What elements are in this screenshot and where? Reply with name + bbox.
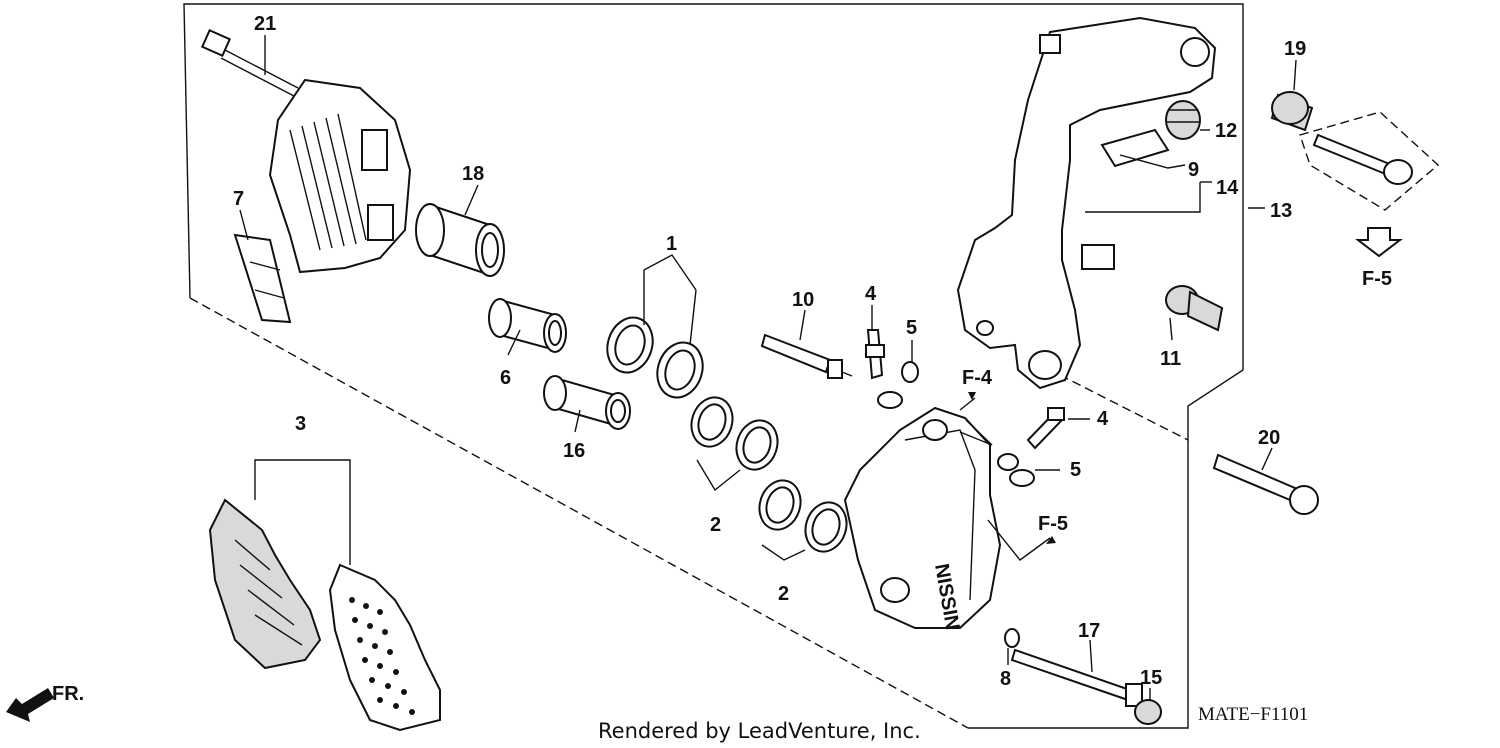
callout-2a: 2 — [710, 514, 721, 536]
callout-8: 8 — [1000, 668, 1011, 690]
sleeve-6[interactable] — [488, 298, 567, 353]
piston-seal-set-1[interactable] — [600, 312, 709, 404]
callout-19: 19 — [1284, 38, 1306, 60]
bleeder-screw-4b[interactable] — [1026, 407, 1065, 450]
caliper-body[interactable]: NISSIN — [843, 406, 1002, 632]
callout-15: 15 — [1140, 667, 1162, 689]
callout-5b: 5 — [1070, 459, 1081, 481]
assembly-frame-solid — [183, 3, 1244, 729]
callout-18: 18 — [462, 163, 484, 185]
callout-10: 10 — [792, 289, 814, 311]
callout-1: 1 — [666, 233, 677, 255]
plug-15[interactable] — [1134, 699, 1162, 725]
pad-spring-7[interactable] — [233, 233, 292, 324]
bolt-20[interactable] — [1212, 453, 1319, 515]
callout-7: 7 — [233, 188, 244, 210]
callout-2b: 2 — [778, 583, 789, 605]
front-direction-label: FR. — [52, 683, 84, 705]
bolt-kit-box — [1299, 111, 1440, 211]
ref-label-f5-body[interactable]: F-5 — [1038, 513, 1068, 535]
pin-17[interactable] — [1010, 648, 1143, 707]
sleeve-16[interactable] — [543, 375, 631, 430]
bleeder-cap-5b[interactable] — [997, 453, 1035, 487]
callout-4a: 4 — [865, 283, 877, 305]
callout-12: 12 — [1215, 120, 1237, 142]
callout-9: 9 — [1188, 159, 1199, 181]
leader-lines — [239, 35, 1297, 700]
callout-20: 20 — [1258, 427, 1280, 449]
callout-14: 14 — [1216, 177, 1239, 199]
front-direction-arrow-icon — [6, 688, 54, 722]
diagram-code: MATE−F1101 — [1198, 704, 1308, 725]
callout-17: 17 — [1078, 620, 1100, 642]
caliper-bracket-outer[interactable] — [268, 78, 412, 274]
piston-seal-set-2b[interactable] — [753, 475, 852, 557]
arrow-down-icon — [1355, 227, 1403, 258]
bleeder-cap-5a[interactable] — [877, 361, 919, 409]
ref-arrow-f4 — [968, 392, 976, 400]
boot-12[interactable] — [1165, 100, 1201, 140]
leader-13-dashed — [1059, 374, 1189, 441]
piston-seal-set-2a[interactable] — [685, 392, 783, 475]
footer-credit: Rendered by LeadVenture, Inc. — [598, 719, 921, 743]
pin-10[interactable] — [760, 333, 853, 379]
caliper-bracket-13[interactable] — [956, 16, 1217, 390]
callout-3: 3 — [295, 413, 306, 435]
ref-label-f5-box[interactable]: F-5 — [1362, 268, 1392, 290]
bolt-21[interactable] — [200, 28, 299, 97]
brake-pad-set-3[interactable] — [208, 498, 441, 732]
assembly-frame-dashed — [189, 297, 969, 729]
callout-4b: 4 — [1097, 408, 1109, 430]
callout-6: 6 — [500, 367, 511, 389]
callout-16: 16 — [563, 440, 585, 462]
callout-21: 21 — [254, 13, 276, 35]
retainer-9[interactable] — [1100, 128, 1170, 168]
callout-5a: 5 — [906, 317, 917, 339]
washer-8[interactable] — [1004, 628, 1020, 648]
collar-19[interactable] — [1270, 91, 1314, 132]
callout-11: 11 — [1160, 348, 1181, 370]
boot-11[interactable] — [1165, 285, 1224, 332]
sleeve-18[interactable] — [415, 203, 505, 277]
bleeder-screw-4a[interactable] — [865, 329, 885, 380]
callout-13: 13 — [1270, 200, 1292, 222]
ref-arrow-f5 — [1046, 536, 1056, 544]
ref-label-f4[interactable]: F-4 — [962, 367, 993, 389]
